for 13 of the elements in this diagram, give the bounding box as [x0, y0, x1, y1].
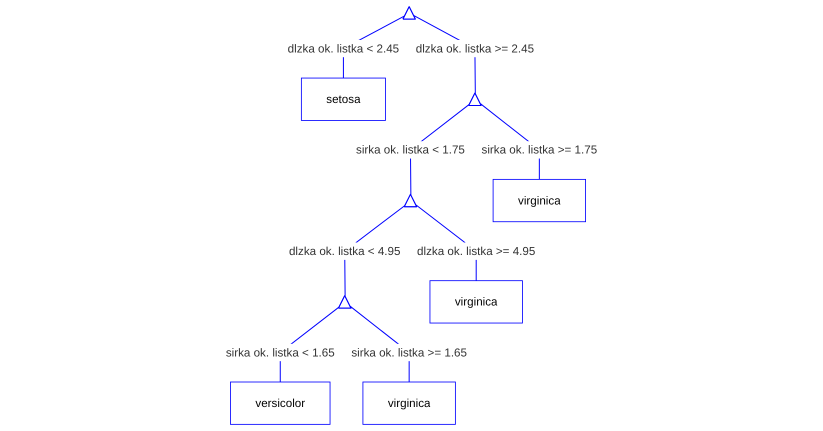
edge-label: dlzka ok. listka >= 2.45: [416, 42, 534, 55]
edge-label: sirka ok. listka < 1.75: [356, 142, 465, 156]
edge-label: sirka ok. listka >= 1.65: [351, 345, 467, 359]
node-box: virginica: [492, 178, 586, 222]
node-box: versicolor: [230, 382, 330, 425]
node-box: setosa: [300, 78, 386, 121]
edge-label: dlzka ok. listka < 4.95: [288, 244, 400, 258]
node-box: virginica: [430, 280, 523, 324]
edge-label: dlzka ok. listka >= 4.95: [417, 244, 536, 258]
edge-label: dlzka ok. listka < 2.45: [288, 42, 400, 55]
node-box: virginica: [362, 382, 456, 425]
edge-label: sirka ok. listka < 1.65: [226, 345, 335, 359]
edge-label: sirka ok. listka >= 1.75: [482, 142, 598, 156]
